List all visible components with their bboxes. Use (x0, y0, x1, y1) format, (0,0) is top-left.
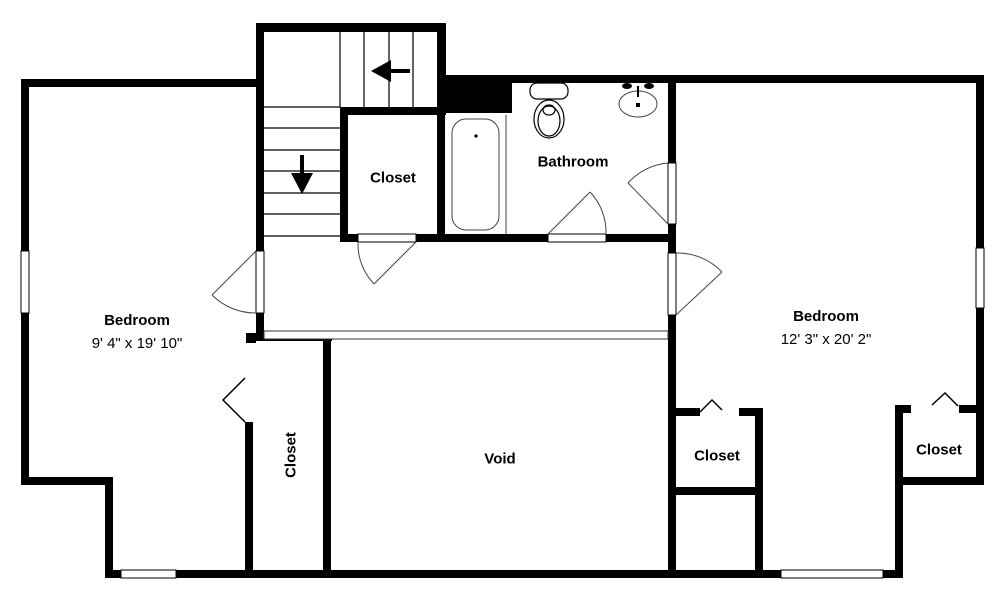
bathtub-icon (451, 115, 507, 234)
room-label-bedroom-left: Bedroom 9' 4" x 19' 10" (92, 312, 183, 352)
stairs (264, 32, 414, 237)
room-label-closet-stair: Closet (370, 170, 416, 187)
room-label-bedroom-right: Bedroom 12' 3" x 20' 2" (781, 308, 872, 348)
room-label-closet-right-a: Closet (694, 448, 740, 465)
room-name: Closet (916, 441, 962, 459)
door-closet-right-a[interactable] (699, 398, 723, 413)
toilet-icon (529, 82, 569, 139)
door-left-bedroom[interactable] (211, 250, 265, 314)
sink-icon (618, 83, 658, 118)
room-name: Closet (694, 447, 740, 465)
room-label-closet-right-b: Closet (916, 442, 962, 459)
windows (20, 247, 985, 579)
room-name: Bedroom (793, 308, 859, 325)
room-name: Closet (282, 432, 300, 478)
room-name: Bathroom (537, 153, 609, 171)
door-closet-right-b[interactable] (931, 391, 959, 407)
room-name: Closet (370, 169, 416, 187)
doors (211, 162, 959, 423)
walls (21, 23, 984, 578)
room-label-bathroom: Bathroom (538, 154, 609, 171)
room-name: Void (484, 450, 516, 468)
door-stair-closet[interactable] (357, 233, 417, 285)
down-arrow-icon (291, 155, 313, 194)
door-bathroom-right[interactable] (627, 162, 677, 225)
room-label-closet-vertical: Closet (283, 432, 300, 478)
left-arrow-icon (371, 60, 410, 82)
room-label-void: Void (484, 451, 515, 468)
door-bathroom[interactable] (547, 191, 607, 243)
door-vertical-closet[interactable] (221, 377, 246, 423)
door-right-bedroom[interactable] (667, 252, 723, 316)
room-dimensions: 9' 4" x 19' 10" (91, 335, 183, 352)
room-name: Bedroom (104, 312, 170, 329)
room-dimensions: 12' 3" x 20' 2" (780, 331, 872, 348)
